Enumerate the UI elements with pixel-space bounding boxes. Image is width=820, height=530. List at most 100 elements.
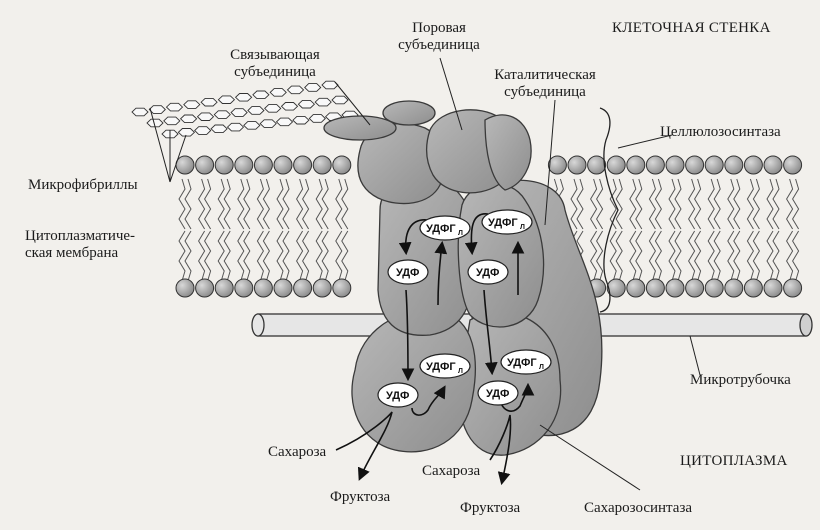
- microfibril-unit: [183, 100, 201, 109]
- lipid-head: [234, 278, 254, 298]
- cytoplasmic-membrane-label: Цитоплазматиче- ская мембрана: [25, 228, 135, 262]
- udpg-sub: Л: [539, 364, 544, 371]
- lipid-head: [253, 278, 273, 298]
- lipid-tail: [654, 230, 662, 282]
- microfibril-unit: [314, 97, 332, 107]
- udp-text: УДФ: [386, 390, 409, 402]
- lipid-tail: [772, 178, 780, 230]
- lipid-head: [665, 155, 685, 175]
- lipid-tail: [629, 230, 637, 282]
- udpg-oval-lower-right: УДФГ Л: [500, 349, 552, 375]
- lipid-head: [312, 155, 332, 175]
- lipid-head: [234, 155, 254, 175]
- lipid-head: [645, 155, 665, 175]
- microfibril-unit: [259, 119, 277, 128]
- lipid-head: [195, 278, 215, 298]
- microfibril-unit: [213, 110, 231, 119]
- lipid-tail: [596, 178, 604, 230]
- lipid-tail: [217, 178, 225, 230]
- lipid-tail: [694, 178, 702, 230]
- lipid-tail: [296, 178, 304, 230]
- lipid-tail: [184, 178, 192, 230]
- microfibril-unit: [217, 95, 236, 104]
- microfibril-unit: [163, 116, 181, 126]
- lipid-tail: [243, 230, 251, 282]
- lipid-tail: [335, 230, 343, 282]
- lipid-head: [332, 155, 352, 175]
- lipid-tail: [217, 230, 225, 282]
- microfibril-unit: [275, 117, 294, 127]
- lipid-head: [253, 155, 273, 175]
- lipid-tail: [237, 230, 245, 282]
- microfibril-unit: [148, 105, 166, 114]
- lipid-tail: [772, 230, 780, 282]
- leader-lines: [334, 57, 701, 491]
- lipid-tail: [727, 178, 735, 230]
- lipid-head: [547, 155, 567, 175]
- udpg-oval-upper-left: УДФГ Л: [419, 215, 471, 241]
- lipid-tail: [262, 230, 270, 282]
- lipid-head: [214, 278, 234, 298]
- lipid-head: [685, 155, 705, 175]
- pore-subunit-line2: субъединица: [398, 37, 480, 53]
- lipid-tail: [256, 230, 264, 282]
- lipid-head: [724, 278, 744, 298]
- lipid-head: [763, 278, 783, 298]
- lipid-head: [704, 278, 724, 298]
- lipid-head: [743, 155, 763, 175]
- microfibril-unit: [247, 106, 265, 115]
- microfibril-unit: [243, 121, 261, 130]
- lipid-tail: [276, 178, 284, 230]
- lipid-tail: [766, 230, 774, 282]
- binding-subunit-line2: субъединица: [234, 64, 316, 80]
- lipid-tail: [204, 178, 212, 230]
- lipid-tail: [668, 230, 676, 282]
- lipid-tail: [713, 230, 721, 282]
- lipid-tail: [694, 230, 702, 282]
- lipid-tail: [302, 178, 310, 230]
- lipid-tail: [668, 178, 676, 230]
- udpg-text: УДФГ: [426, 223, 456, 235]
- lipid-tail: [276, 230, 284, 282]
- lipid-tail: [635, 178, 643, 230]
- lipid-tail: [321, 230, 329, 282]
- lipid-tail: [609, 178, 617, 230]
- cytoplasmic-membrane-line1: Цитоплазматиче-: [25, 228, 136, 244]
- lipid-tail: [674, 230, 682, 282]
- udp-text: УДФ: [486, 388, 509, 400]
- microfibril-unit: [165, 102, 184, 112]
- lipid-tail: [570, 178, 578, 230]
- lipid-tail: [707, 230, 715, 282]
- microfibril-unit: [234, 93, 253, 102]
- lipid-tail: [315, 178, 323, 230]
- lipid-tail: [727, 230, 735, 282]
- lipid-head: [645, 278, 665, 298]
- lipid-tail: [688, 178, 696, 230]
- microfibril-unit: [146, 118, 164, 128]
- cytoplasm-label: ЦИТОПЛАЗМА: [680, 453, 788, 469]
- lipid-tail: [648, 178, 656, 230]
- lipid-head: [332, 278, 352, 298]
- lipid-tail: [282, 178, 290, 230]
- lipid-tail: [654, 178, 662, 230]
- lipid-tail: [262, 178, 270, 230]
- cell-wall-label: КЛЕТОЧНАЯ СТЕНКА: [612, 20, 771, 36]
- binding-subunit-label: Связывающая субъединица: [215, 47, 335, 81]
- microfibril-unit: [196, 112, 215, 121]
- microfibrils-pointer: [149, 107, 187, 183]
- lipid-tail: [184, 230, 192, 282]
- udp-oval-upper-right: УДФ: [467, 259, 509, 285]
- lipid-tail: [746, 178, 754, 230]
- udp-oval-upper-left: УДФ: [387, 259, 429, 285]
- sucrose-right-label: Сахароза: [422, 463, 481, 479]
- lipid-head: [273, 155, 293, 175]
- udp-text: УДФ: [476, 267, 499, 279]
- lipid-head: [626, 278, 646, 298]
- microtubule-label: Микротрубочка: [690, 372, 791, 388]
- lipid-tail: [615, 230, 623, 282]
- lipid-head: [606, 278, 626, 298]
- lipid-head: [783, 278, 803, 298]
- lipid-tail: [204, 230, 212, 282]
- lipid-tail: [178, 230, 186, 282]
